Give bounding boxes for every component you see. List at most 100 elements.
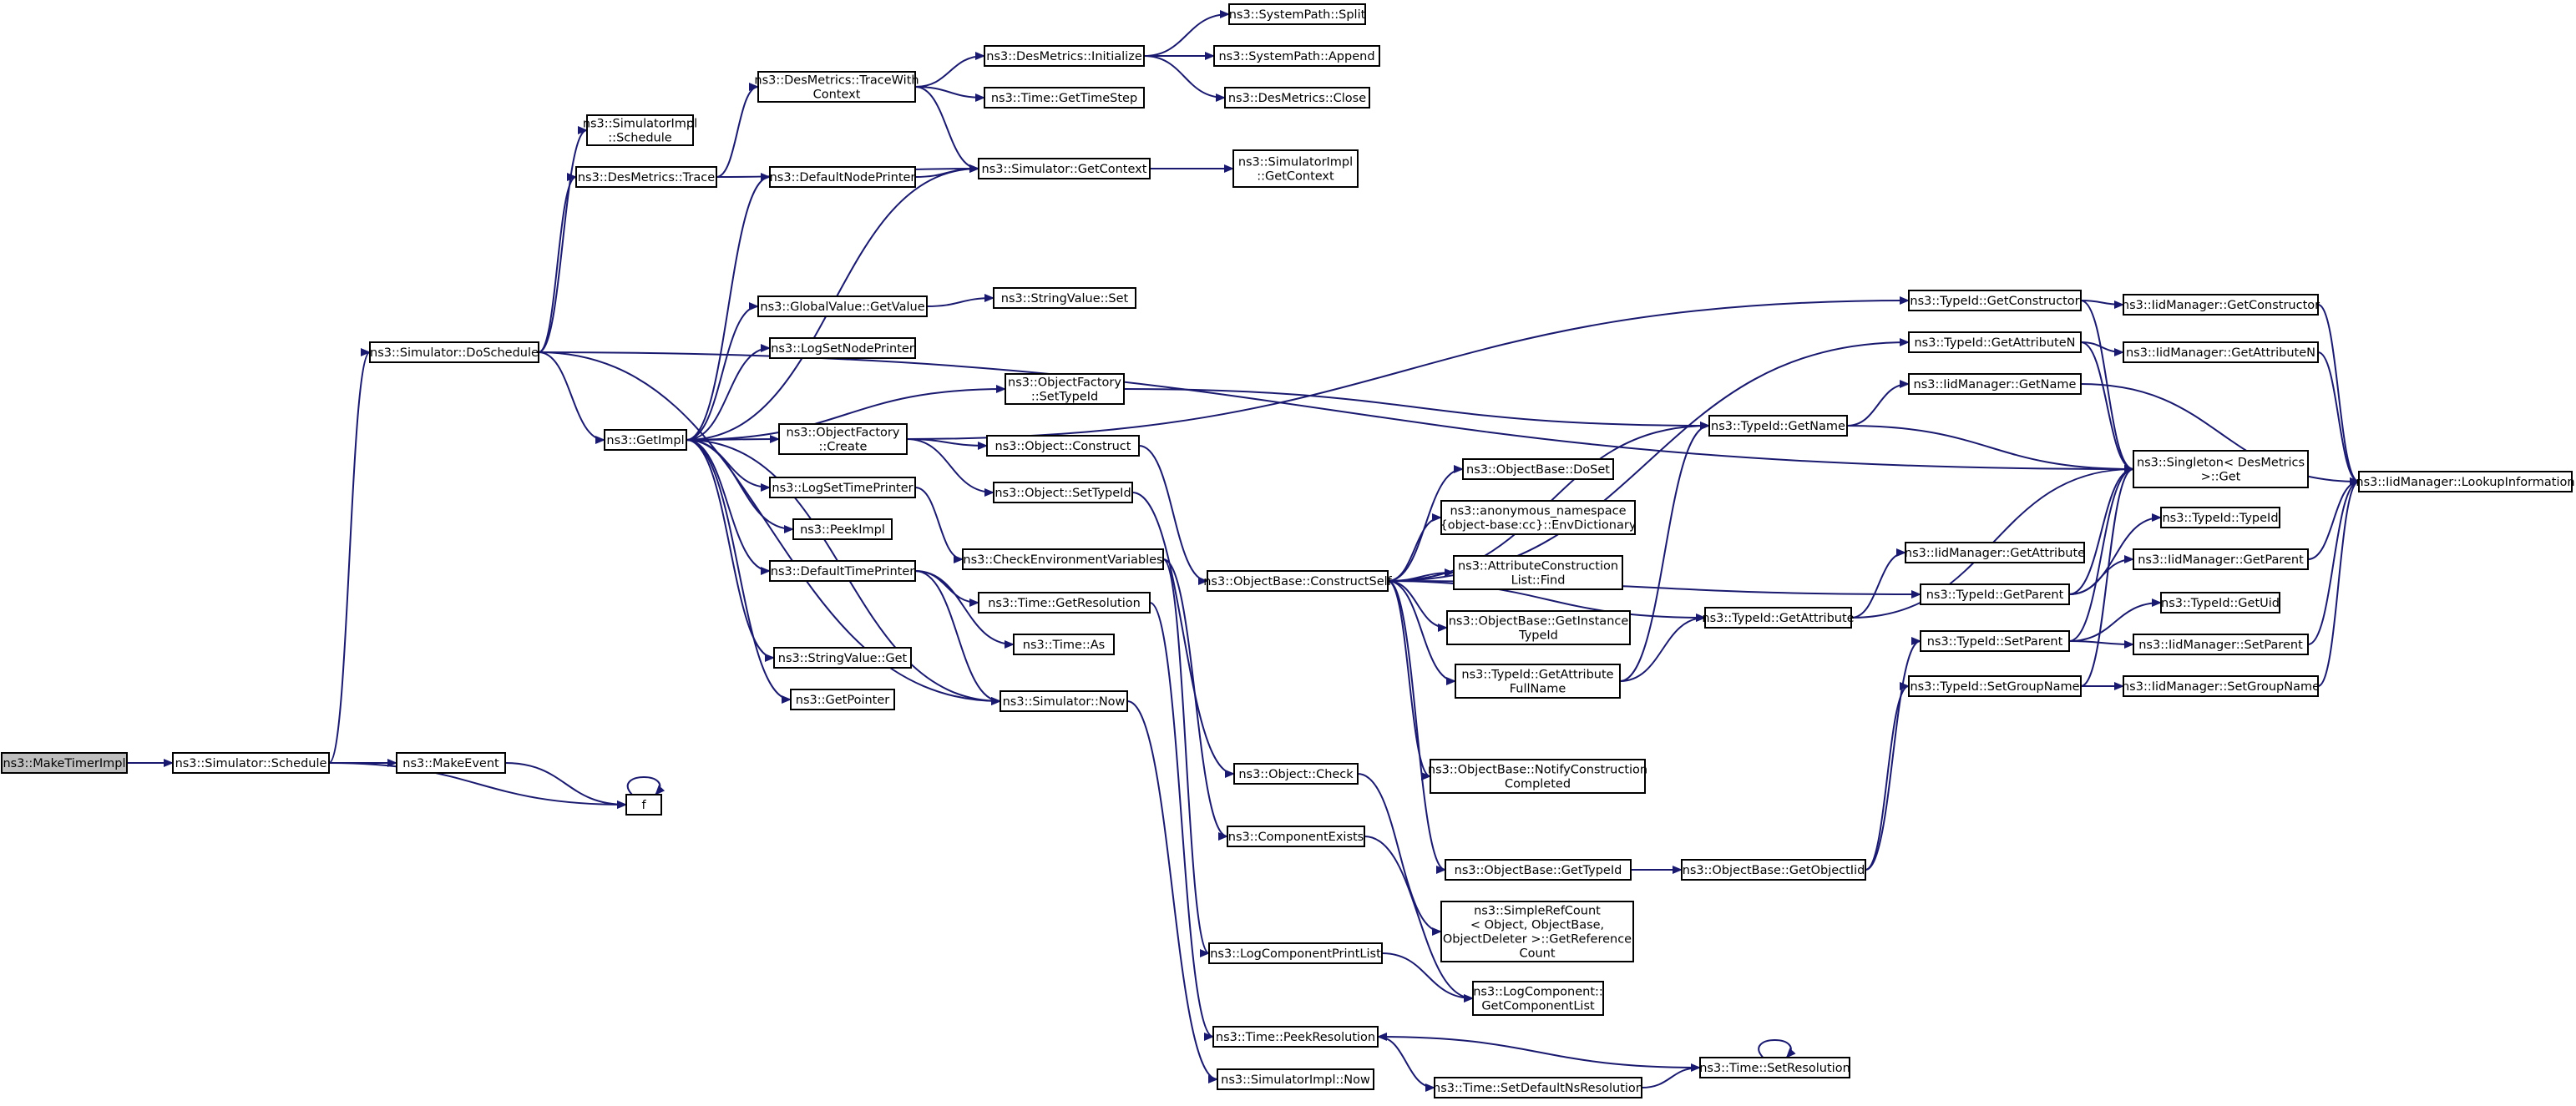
node-label: ns3::DesMetrics::Initialize: [986, 50, 1142, 63]
node-box: [586, 114, 694, 146]
node-simplerefcount[interactable]: ns3::SimpleRefCount< Object, ObjectBase,…: [1440, 901, 1634, 962]
node-label: < Object, ObjectBase,: [1470, 919, 1604, 932]
node-typeid_getattribute[interactable]: ns3::TypeId::GetAttribute: [1702, 607, 1855, 629]
node-simimpl_schedule[interactable]: ns3::SimulatorImpl::Schedule: [583, 114, 697, 146]
edge-sim_schedule-to-doschedule: [328, 348, 371, 764]
node-typeid_setgroupname[interactable]: ns3::TypeId::SetGroupName: [1908, 675, 2082, 697]
node-doschedule[interactable]: ns3::Simulator::DoSchedule: [369, 341, 539, 363]
node-box: [778, 423, 908, 455]
node-object_settypeid[interactable]: ns3::Object::SetTypeId: [993, 482, 1133, 503]
node-label: ns3::LogSetNodePrinter: [771, 342, 914, 356]
node-label: >::Get: [2201, 471, 2241, 484]
node-stringvalue_set[interactable]: ns3::StringValue::Set: [993, 287, 1136, 309]
node-desmetrics_close[interactable]: ns3::DesMetrics::Close: [1224, 87, 1370, 109]
edge-time_setdefaultns-to-time_setresolution: [1641, 1063, 1701, 1088]
node-label: ns3::TypeId::GetUid: [2161, 597, 2280, 610]
node-time_gettimestep[interactable]: ns3::Time::GetTimeStep: [984, 87, 1145, 109]
node-time_as[interactable]: ns3::Time::As: [1013, 634, 1115, 655]
node-label: f: [641, 799, 646, 812]
node-desmetrics_trace[interactable]: ns3::DesMetrics::Trace: [575, 166, 717, 188]
node-stringvalue_get[interactable]: ns3::StringValue::Get: [773, 647, 912, 669]
node-time_getresolution[interactable]: ns3::Time::GetResolution: [978, 592, 1151, 614]
node-box: [978, 158, 1151, 179]
node-typeid_setparent[interactable]: ns3::TypeId::SetParent: [1920, 630, 2070, 652]
node-iid_getparent[interactable]: ns3::IidManager::GetParent: [2133, 548, 2309, 570]
node-checkenvvars[interactable]: ns3::CheckEnvironmentVariables: [962, 548, 1164, 570]
node-logcomponentprintlist[interactable]: ns3::LogComponentPrintList: [1208, 942, 1383, 964]
node-label: ns3::Time::As: [1023, 639, 1105, 652]
node-maketimerimpl[interactable]: ns3::MakeTimerImpl: [1, 752, 128, 774]
node-label: ns3::TypeId::GetAttribute: [1702, 612, 1854, 625]
node-object_construct[interactable]: ns3::Object::Construct: [986, 435, 1140, 457]
node-getimpl[interactable]: ns3::GetImpl: [604, 429, 687, 451]
node-defaulttimeprinter[interactable]: ns3::DefaultTimePrinter: [769, 560, 916, 582]
node-logsetnodeprinter[interactable]: ns3::LogSetNodePrinter: [769, 337, 916, 359]
node-simimpl_getcontext[interactable]: ns3::SimulatorImpl::GetContext: [1232, 149, 1359, 188]
node-typeid_getuid[interactable]: ns3::TypeId::GetUid: [2160, 592, 2280, 614]
node-singleton_get[interactable]: ns3::Singleton< DesMetrics>::Get: [2133, 450, 2309, 488]
node-box: [2123, 294, 2319, 316]
node-syspath_append[interactable]: ns3::SystemPath::Append: [1213, 45, 1380, 67]
node-typeid_getattributen[interactable]: ns3::TypeId::GetAttributeN: [1908, 331, 2082, 353]
node-time_setdefaultns[interactable]: ns3::Time::SetDefaultNsResolution: [1433, 1077, 1643, 1098]
node-typeid_typeid[interactable]: ns3::TypeId::TypeId: [2160, 507, 2280, 528]
node-defaultnodeprinter[interactable]: ns3::DefaultNodePrinter: [769, 166, 916, 188]
node-typeid_getname[interactable]: ns3::TypeId::GetName: [1708, 415, 1848, 437]
node-iid_setgroupname[interactable]: ns3::IidManager::SetGroupName: [2122, 675, 2320, 697]
node-syspath_split[interactable]: ns3::SystemPath::Split: [1228, 3, 1366, 25]
edge-object_settypeid-to-object_check: [1131, 492, 1235, 778]
node-getobjectiid[interactable]: ns3::ObjectBase::GetObjectIid: [1681, 859, 1866, 881]
edge-doschedule-to-sim_now: [538, 351, 1001, 705]
node-label: ns3::TypeId::GetAttribute: [1461, 669, 1613, 682]
node-logsettimeprinter[interactable]: ns3::LogSetTimePrinter: [769, 477, 916, 498]
node-simimpl_now[interactable]: ns3::SimulatorImpl::Now: [1217, 1068, 1374, 1090]
node-typeid_getparent[interactable]: ns3::TypeId::GetParent: [1920, 583, 2070, 605]
node-label: ns3::TypeId::GetParent: [1926, 588, 2064, 602]
node-iid_getattribute[interactable]: ns3::IidManager::GetAttribute: [1905, 542, 2085, 563]
node-box: [1430, 759, 1646, 794]
node-label: ns3::ObjectFactory: [787, 427, 900, 440]
node-globalvalue_getvalue[interactable]: ns3::GlobalValue::GetValue: [757, 295, 928, 317]
node-objfactory_create[interactable]: ns3::ObjectFactory::Create: [778, 423, 908, 455]
node-object_check[interactable]: ns3::Object::Check: [1233, 763, 1359, 785]
node-sim_getcontext[interactable]: ns3::Simulator::GetContext: [978, 158, 1151, 179]
node-label: ns3::MakeEvent: [402, 757, 499, 770]
node-iid_lookupinfo[interactable]: ns3::IidManager::LookupInformation: [2356, 471, 2575, 492]
node-peekimpl[interactable]: ns3::PeekImpl: [792, 518, 893, 540]
node-constructself[interactable]: ns3::ObjectBase::ConstructSelf: [1203, 570, 1393, 592]
node-time_peekresolution[interactable]: ns3::Time::PeekResolution: [1212, 1026, 1379, 1048]
edge-constructself-to-typeid_getattribute: [1387, 580, 1706, 622]
node-sim_now[interactable]: ns3::Simulator::Now: [1000, 690, 1128, 712]
node-f[interactable]: f: [625, 794, 662, 816]
node-sim_schedule[interactable]: ns3::Simulator::Schedule: [172, 752, 330, 774]
node-box: [2133, 634, 2309, 655]
node-label: ns3::ObjectFactory: [1008, 376, 1121, 390]
edge-checkenvvars-to-logcomponentprintlist: [1162, 558, 1210, 957]
node-iid_getname[interactable]: ns3::IidManager::GetName: [1908, 373, 2082, 395]
node-objectbase_gettypeid[interactable]: ns3::ObjectBase::GetTypeId: [1445, 859, 1632, 881]
node-box: [1212, 1026, 1379, 1048]
node-componentexists[interactable]: ns3::ComponentExists: [1227, 826, 1365, 847]
node-notifyconstruction[interactable]: ns3::ObjectBase::NotifyConstructionCompl…: [1428, 759, 1647, 794]
node-makeevent[interactable]: ns3::MakeEvent: [396, 752, 506, 774]
edge-logcomponentprintlist-to-logcomp_getcomplist: [1381, 952, 1474, 1002]
node-label: ns3::TypeId::GetConstructor: [1910, 295, 2079, 308]
edge-objfactory_settypeid-to-typeid_getname: [1123, 388, 1710, 430]
node-box: [2160, 592, 2280, 614]
node-time_setresolution[interactable]: ns3::Time::SetResolution: [1699, 1057, 1850, 1078]
node-iid_getconstructor[interactable]: ns3::IidManager::GetConstructor: [2122, 294, 2320, 316]
node-logcomp_getcomplist[interactable]: ns3::LogComponent::GetComponentList: [1472, 981, 1604, 1016]
node-iid_setparent[interactable]: ns3::IidManager::SetParent: [2133, 634, 2309, 655]
edge-object_check-to-simplerefcount: [1357, 773, 1442, 936]
node-typeid_getconstructor[interactable]: ns3::TypeId::GetConstructor: [1908, 290, 2082, 311]
node-objfactory_settypeid[interactable]: ns3::ObjectFactory::SetTypeId: [1005, 373, 1125, 405]
node-desmetrics_init[interactable]: ns3::DesMetrics::Initialize: [984, 45, 1145, 67]
node-objectbase_doset[interactable]: ns3::ObjectBase::DoSet: [1462, 458, 1614, 480]
node-getpointer[interactable]: ns3::GetPointer: [790, 689, 895, 710]
node-envdictionary[interactable]: ns3::anonymous_namespace{object-base:cc}…: [1440, 500, 1637, 535]
node-iid_getattributen[interactable]: ns3::IidManager::GetAttributeN: [2123, 341, 2319, 363]
